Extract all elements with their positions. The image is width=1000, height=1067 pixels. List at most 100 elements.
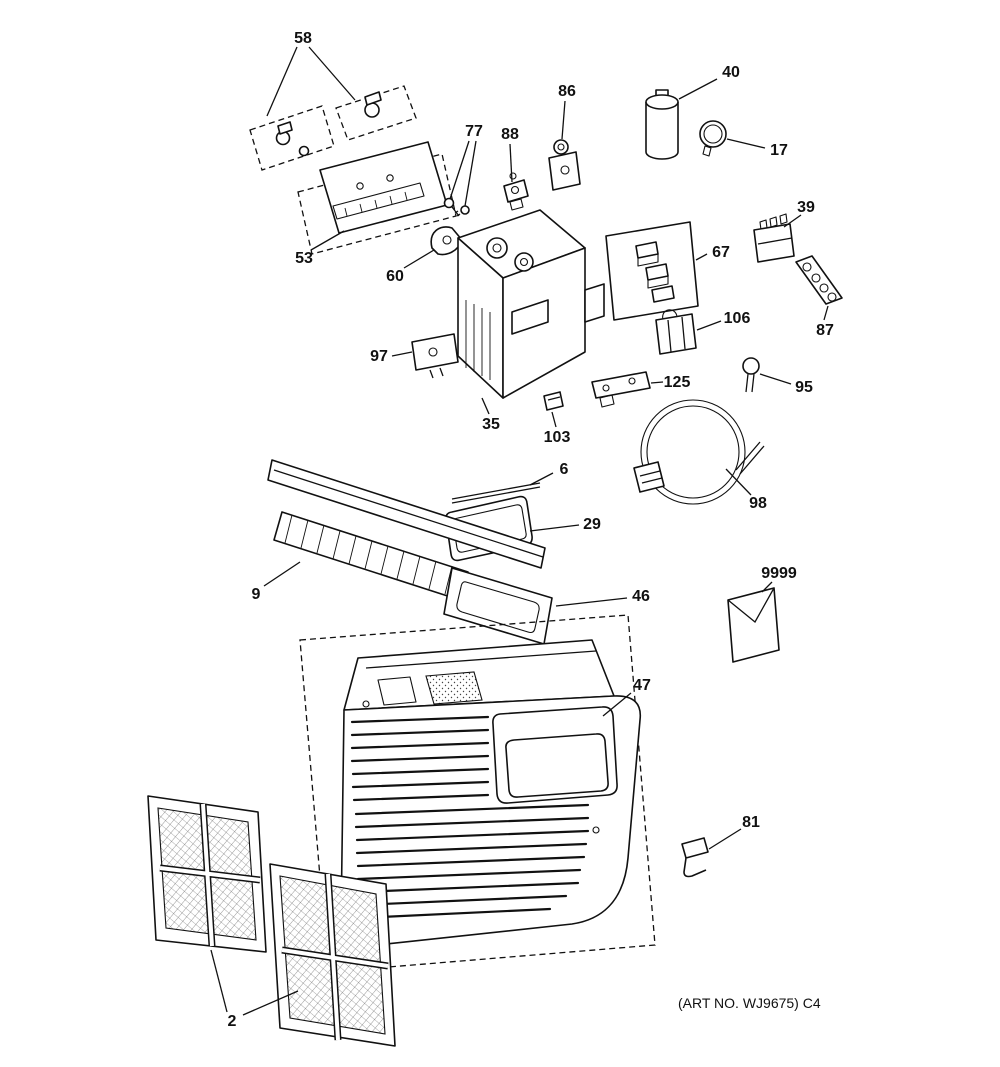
leader-line — [708, 828, 742, 850]
leader-line — [481, 397, 490, 415]
capacitor-body — [645, 102, 679, 160]
rail-detail — [273, 469, 544, 558]
art-number-label: (ART NO. WJ9675) C4 — [678, 995, 821, 1011]
filter-divider — [281, 873, 389, 1041]
slot-hatch — [344, 191, 408, 217]
leader-line — [210, 949, 228, 1013]
part-103-clip — [543, 391, 564, 428]
bracket — [591, 371, 651, 399]
leader-line — [678, 78, 718, 100]
bracket-foot — [599, 394, 615, 408]
terminal-screw — [811, 273, 821, 283]
leader-line — [449, 140, 470, 200]
tube-tail — [735, 441, 765, 475]
panel-hole — [386, 174, 394, 182]
screw-head — [443, 197, 455, 209]
bracket-hole — [602, 384, 610, 392]
part-46-frame — [443, 567, 628, 645]
box-hatch — [465, 300, 491, 380]
leader-line — [650, 381, 664, 384]
capacitor-top — [645, 94, 679, 110]
clamp-tab — [702, 145, 712, 157]
callout-47: 47 — [633, 677, 651, 694]
callout-53: 53 — [295, 250, 313, 267]
leader-line — [725, 468, 752, 496]
switch-tab — [509, 198, 524, 211]
leader-line — [403, 249, 435, 269]
leader-line — [391, 351, 413, 357]
tube-connector — [633, 461, 665, 493]
knob-stem — [364, 91, 382, 106]
plate-tab — [429, 367, 444, 379]
sensor-head — [742, 357, 760, 375]
part-9-grille — [263, 459, 546, 601]
connector-detail — [639, 470, 663, 484]
knob — [553, 139, 569, 155]
leader-line — [561, 100, 566, 140]
leader-line — [263, 561, 301, 587]
envelope — [727, 587, 780, 663]
callout-40: 40 — [722, 64, 740, 81]
bracket-hole — [628, 377, 636, 385]
relay-detail — [757, 237, 793, 245]
callout-95: 95 — [795, 379, 813, 396]
plate-hole — [428, 347, 438, 357]
leader-line — [602, 692, 632, 717]
part-2-filters — [147, 795, 396, 1047]
clip-detail — [547, 396, 561, 401]
relay-body — [753, 223, 795, 263]
box-flange — [584, 283, 605, 323]
part-35-control-box — [457, 209, 605, 415]
leader-line — [310, 230, 345, 251]
board-relay — [651, 285, 675, 303]
leader-line — [696, 320, 722, 331]
callout-29: 29 — [583, 516, 601, 533]
cover-top-detail — [365, 650, 597, 669]
switch-hole — [510, 185, 520, 195]
callout-2: 2 — [228, 1013, 237, 1030]
sensor-leads — [745, 373, 755, 393]
switch-hole — [560, 165, 570, 175]
switch-body — [503, 179, 529, 203]
box-opening — [511, 299, 549, 335]
screw-head — [592, 826, 600, 834]
callout-67: 67 — [712, 244, 730, 261]
screw-head — [362, 700, 370, 708]
clamp-ring-inner — [703, 124, 723, 144]
relay-pin — [769, 216, 778, 228]
leader-line — [726, 138, 766, 149]
callout-88: 88 — [501, 126, 519, 143]
callout-17: 17 — [770, 142, 788, 159]
knob — [298, 145, 310, 157]
envelope-flap — [727, 587, 775, 623]
part-98-sensor-tube — [633, 399, 765, 505]
callout-106: 106 — [724, 310, 751, 327]
relay-pin — [779, 213, 788, 225]
filter-divider — [159, 803, 261, 947]
callout-58: 58 — [294, 30, 312, 47]
leader-line — [242, 990, 299, 1016]
callout-60: 60 — [386, 268, 404, 285]
leader-line — [761, 581, 773, 593]
board-relay-side — [647, 275, 669, 289]
leader-line — [695, 253, 708, 261]
part-6-rod — [451, 472, 554, 504]
bracket-hole — [442, 235, 452, 245]
callout-86: 86 — [558, 83, 576, 100]
transformer-loop — [662, 309, 678, 321]
screw-head — [460, 205, 470, 215]
leader-line — [464, 140, 477, 207]
panel-slot — [332, 182, 425, 220]
knob-center — [557, 143, 565, 151]
leader-line — [529, 524, 580, 532]
part-58-knobs — [249, 46, 417, 171]
strip — [795, 255, 843, 305]
callout-77: 77 — [465, 123, 483, 140]
switch-body — [548, 151, 581, 191]
cover-opening — [505, 733, 609, 798]
transformer-detail — [667, 316, 686, 353]
callout-97: 97 — [370, 348, 388, 365]
part-87-terminal-strip — [795, 255, 843, 321]
callout-81: 81 — [742, 814, 760, 831]
